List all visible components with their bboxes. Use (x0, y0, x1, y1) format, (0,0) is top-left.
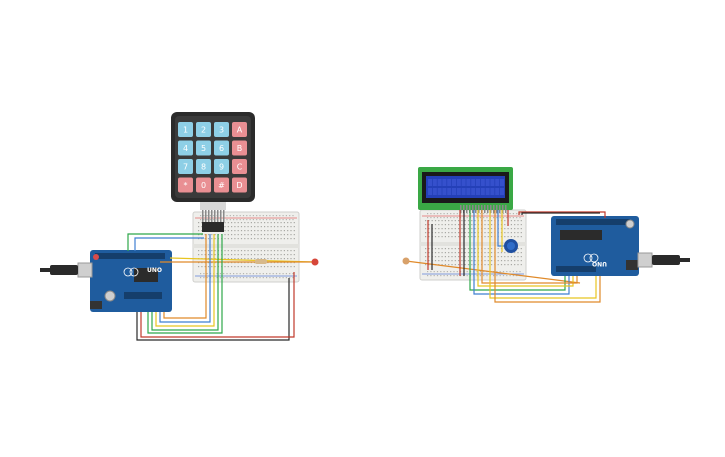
resistor-left[interactable] (255, 259, 267, 264)
keypad-pin (214, 210, 216, 222)
ic-chip-left[interactable] (202, 222, 224, 232)
keypad-key[interactable]: 3 (214, 122, 229, 137)
keypad-pin (202, 210, 204, 222)
arduino-left-label: UNO (147, 267, 162, 274)
keypad-key-label: C (237, 163, 243, 172)
keypad-pin (205, 210, 207, 222)
keypad-pin (208, 210, 210, 222)
keypad-key-label: 9 (219, 163, 224, 172)
keypad-key[interactable]: D (232, 177, 247, 193)
keypad-key[interactable]: A (232, 122, 247, 137)
keypad-key[interactable]: 7 (178, 159, 193, 174)
keypad-key[interactable]: 2 (196, 122, 211, 137)
lcd-16x2[interactable] (418, 167, 513, 213)
keypad-key-label: 2 (201, 126, 206, 135)
wires-left (127, 233, 316, 341)
keypad-key-label: B (237, 144, 243, 153)
keypad-key-label: 8 (201, 163, 206, 172)
usb-cable-left (40, 262, 93, 278)
keypad-key[interactable]: 1 (178, 122, 193, 137)
keypad-key[interactable]: 9 (214, 159, 229, 174)
keypad-key-label: 1 (183, 126, 188, 135)
sensor-right[interactable] (402, 257, 410, 265)
keypad-key-label: 7 (183, 163, 188, 172)
wires-right (405, 210, 606, 303)
keypad-key[interactable]: * (178, 177, 193, 193)
potentiometer[interactable] (504, 239, 518, 253)
keypad-key-label: A (237, 126, 243, 135)
keypad-pin (220, 210, 222, 222)
keypad-key[interactable]: 0 (196, 177, 211, 193)
keypad-pin (211, 210, 213, 222)
keypad-key-label: 4 (183, 144, 188, 153)
arduino-uno-right[interactable]: UNO (551, 216, 639, 276)
keypad-key[interactable]: C (232, 159, 247, 174)
led-left[interactable] (311, 258, 319, 266)
usb-cable-right (637, 252, 690, 268)
keypad-key-label: 3 (219, 126, 224, 135)
keypad-key-label: 0 (201, 181, 206, 190)
keypad-key-label: 5 (201, 144, 206, 153)
keypad-key-label: * (184, 181, 188, 190)
keypad-pin (217, 210, 219, 222)
keypad-pin (223, 210, 225, 222)
arduino-uno-left[interactable]: UNO (90, 250, 172, 312)
keypad-key[interactable]: # (214, 177, 229, 193)
keypad-key-label: 6 (219, 144, 224, 153)
arduino-right-label: UNO (592, 260, 607, 267)
keypad-key[interactable]: B (232, 140, 247, 156)
keypad-key-label: # (218, 181, 225, 190)
keypad-key[interactable]: 6 (214, 140, 229, 156)
keypad-key[interactable]: 4 (178, 140, 193, 156)
keypad-key-label: D (236, 181, 242, 190)
keypad-key[interactable]: 8 (196, 159, 211, 174)
keypad-4x4[interactable]: 1 2 3 A 4 5 6 B 7 8 9 C * 0 # D (171, 112, 255, 222)
keypad-key[interactable]: 5 (196, 140, 211, 156)
